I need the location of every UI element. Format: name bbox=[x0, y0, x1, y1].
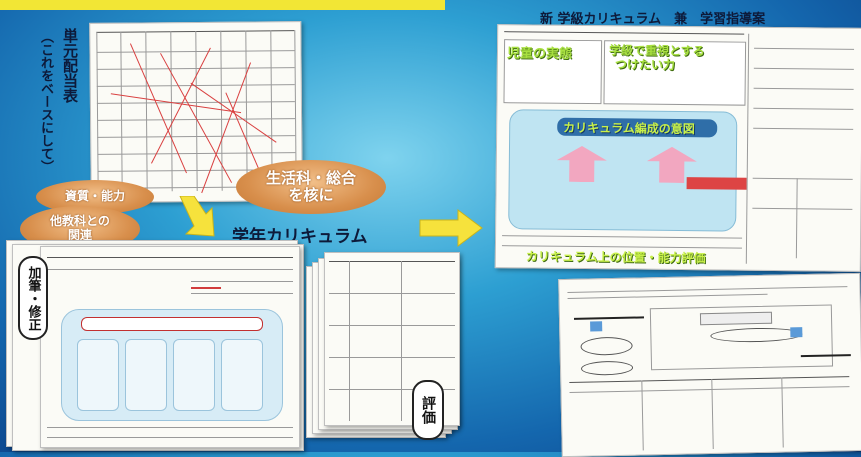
edit-revise-label: 加筆・修正 bbox=[18, 256, 48, 340]
unit-allocation-title: 単元配当表 bbox=[61, 28, 79, 103]
evaluation-label: 評価 bbox=[412, 380, 444, 440]
curriculum-position-eval: カリキュラム上の位置・能力評価 bbox=[525, 249, 706, 266]
flowchart-doc bbox=[558, 272, 861, 457]
box-child-status: 児童の実態 bbox=[506, 46, 573, 62]
box-target-ability: 学級で重視とする つけたい力 bbox=[608, 43, 705, 73]
top-banner bbox=[0, 0, 445, 10]
arrow-to-grade-curriculum bbox=[179, 196, 215, 237]
unit-allocation-subtitle: （これをベースにして） bbox=[38, 30, 53, 173]
new-curriculum-doc: 児童の実態 学級で重視とする つけたい力 カリキュラム編成の意図 カリキュラム上… bbox=[494, 24, 861, 272]
unit-allocation-table-doc bbox=[89, 21, 303, 203]
curriculum-intent-label: カリキュラム編成の意図 bbox=[563, 120, 695, 137]
cloud-life-integrated: 生活科・総合 を核に bbox=[236, 160, 386, 214]
grade-curriculum-doc bbox=[40, 246, 300, 448]
arrow-to-new-curriculum bbox=[419, 209, 483, 247]
red-connector-lines bbox=[110, 43, 277, 194]
new-curriculum-title: 新 学級カリキュラム 兼 学習指導案 bbox=[540, 12, 766, 27]
